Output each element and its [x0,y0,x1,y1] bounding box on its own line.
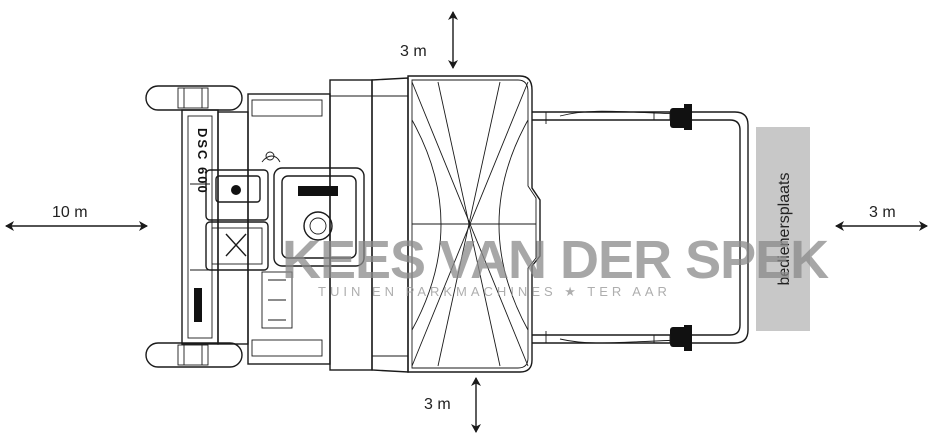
cutter-housing: DSC 600 [181,109,219,345]
dimension-top-label: 3 m [400,43,427,60]
dimension-left: 10 m [5,204,148,231]
operator-zone: bedienersplaats [756,127,810,331]
engine [205,151,365,329]
operator-zone-label: bedienersplaats [776,173,793,286]
model-marking: DSC 600 [195,128,210,195]
hopper [407,75,541,373]
machine-top-view: DSC 600 [145,75,749,373]
handle-lever-bottom [653,325,692,351]
handlebar [532,110,749,344]
dimension-bottom-label: 3 m [424,396,451,413]
watermark-title: KEES VAN DER SPEK [282,230,829,290]
dimension-left-label: 10 m [52,204,88,221]
front-wheel-bottom [145,342,243,368]
dimension-top: 3 m [400,10,458,69]
operator-zone-box [756,127,810,331]
watermark: KEES VAN DER SPEK TUIN EN PARKMACHINES ★… [282,230,830,299]
handle-lever-top [653,104,692,130]
front-wheel-top [145,85,243,111]
dimension-bottom: 3 m [424,377,481,433]
dimension-right-label: 3 m [869,204,896,221]
watermark-subtitle: TUIN EN PARKMACHINES ★ TER AAR [318,284,671,299]
dimension-right: 3 m [835,204,928,231]
chassis [217,77,409,373]
